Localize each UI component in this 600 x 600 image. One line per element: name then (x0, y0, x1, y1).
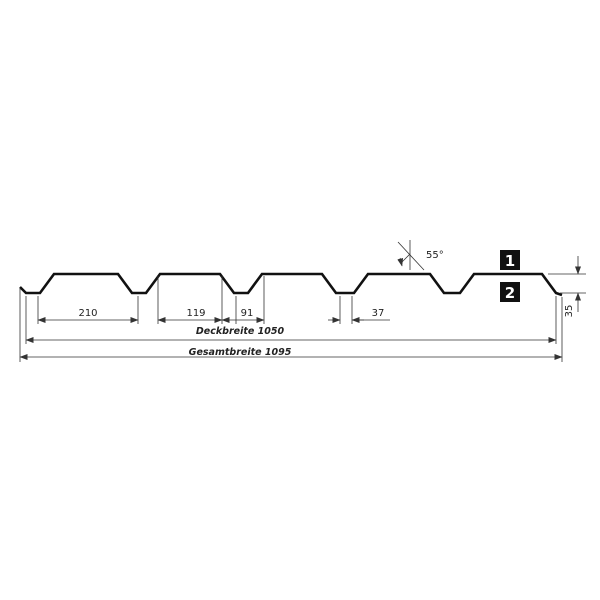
dimension-label-119: 119 (186, 308, 205, 319)
dimension-label-210: 210 (78, 308, 97, 319)
angle-label: 55° (426, 250, 444, 261)
dimension-label-height: 35 (564, 305, 575, 318)
cover-width-label: Deckbreite 1050 (196, 326, 285, 337)
badge-side-two (500, 282, 520, 302)
sheet-profile (19, 272, 563, 297)
angle-reference-line (397, 241, 425, 271)
total-width-label: Gesamtbreite 1095 (189, 347, 292, 358)
badge-side-one-label: 1 (505, 252, 515, 270)
angle-arrow (397, 257, 404, 267)
angle-arc (401, 253, 411, 263)
dimension-label-37: 37 (372, 308, 385, 319)
dimension-label-91: 91 (241, 308, 254, 319)
badge-side-two-label: 2 (505, 284, 515, 302)
badge-side-one (500, 250, 520, 270)
